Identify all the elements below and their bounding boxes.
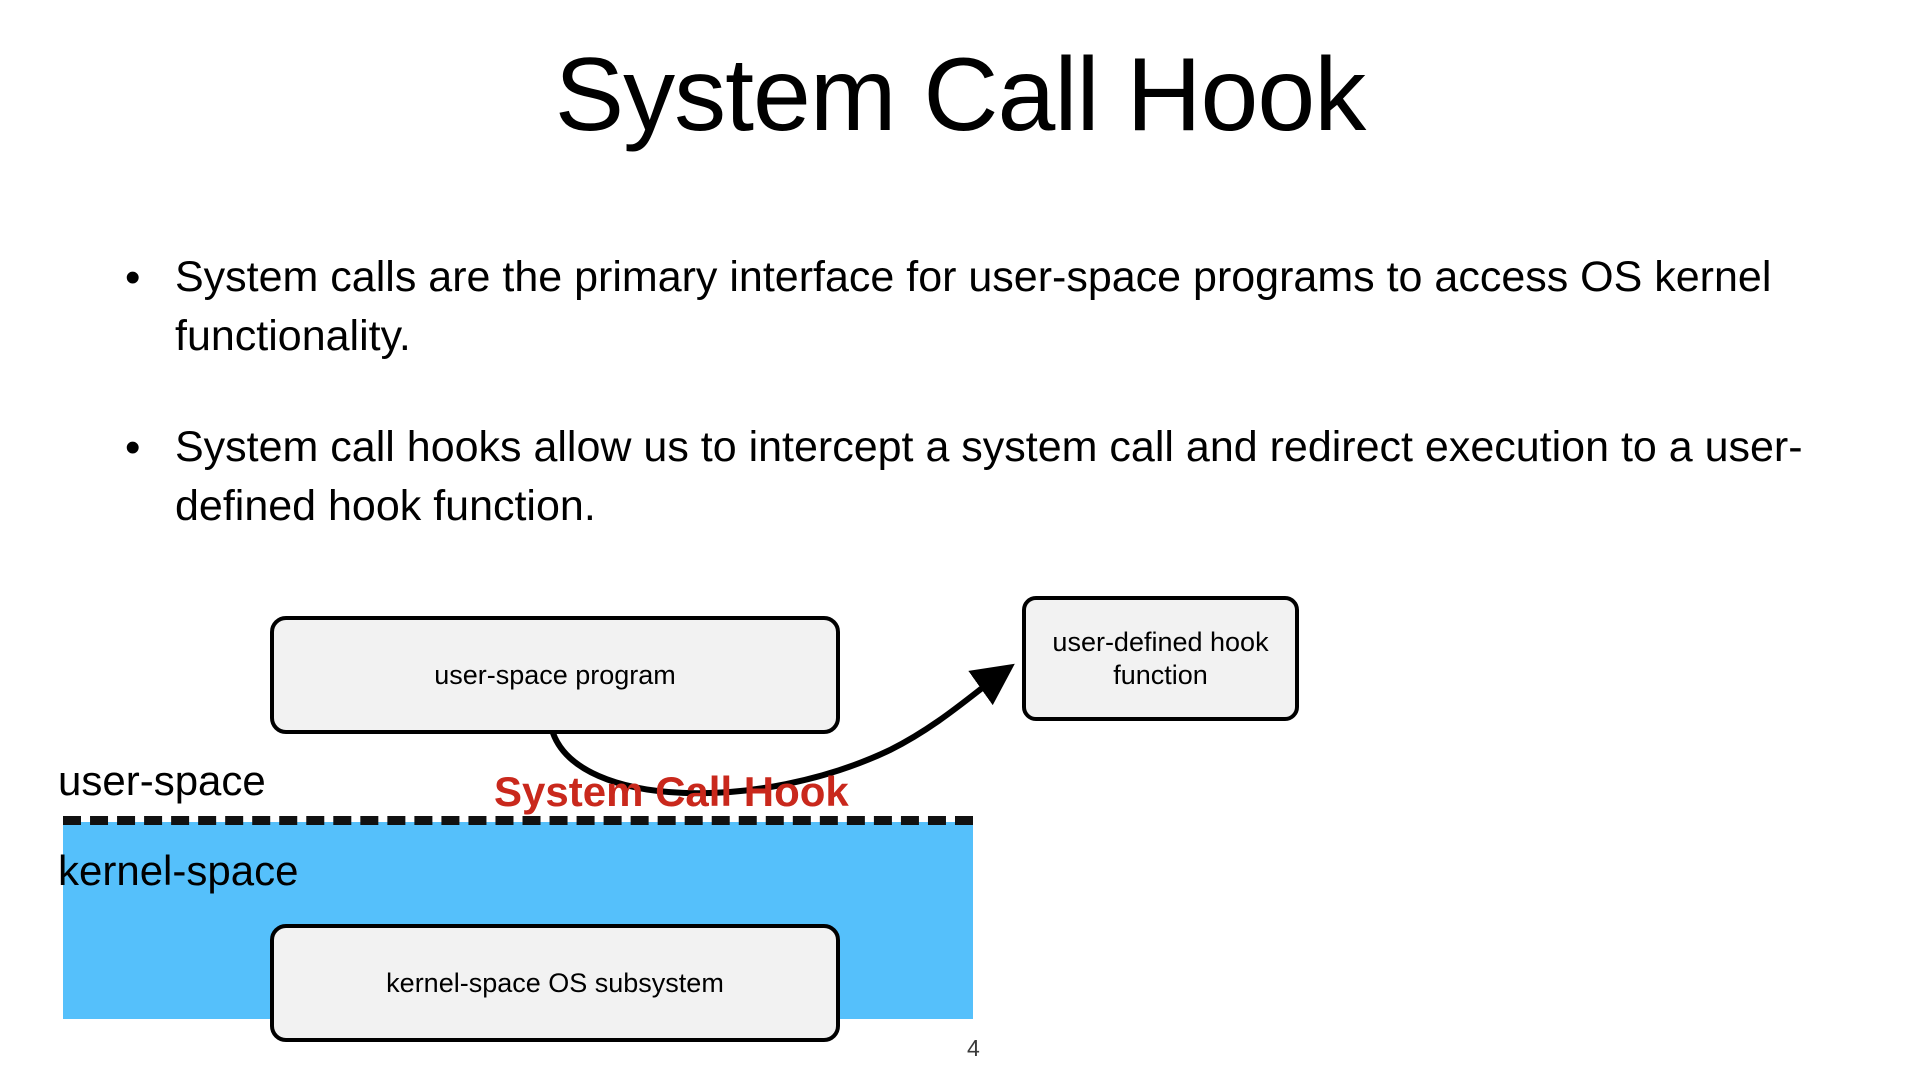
box-user-space-program[interactable]: user-space program xyxy=(270,616,840,734)
box-user-defined-hook-function[interactable]: user-defined hook function xyxy=(1022,596,1299,721)
bullet-text: System calls are the primary interface f… xyxy=(175,253,1772,360)
box-hook-function-label-line1: user-defined hook xyxy=(1052,626,1269,657)
user-kernel-boundary-divider xyxy=(63,816,973,825)
box-kernel-space-os-subsystem[interactable]: kernel-space OS subsystem xyxy=(270,924,840,1042)
system-call-hook-diagram: user-space program user-defined hook fun… xyxy=(0,560,1920,1080)
label-kernel-space: kernel-space xyxy=(58,847,299,894)
page-number: 4 xyxy=(967,1035,980,1061)
page-title: System Call Hook xyxy=(554,37,1366,153)
bullet-marker-icon: • xyxy=(125,253,141,302)
bullet-text: System call hooks allow us to intercept … xyxy=(175,423,1803,530)
list-item: • System calls are the primary interface… xyxy=(125,248,1825,366)
label-system-call-hook: System Call Hook xyxy=(494,768,849,815)
bullet-list: • System calls are the primary interface… xyxy=(125,248,1825,588)
list-item: • System call hooks allow us to intercep… xyxy=(125,418,1825,536)
box-user-space-program-label: user-space program xyxy=(434,659,676,690)
box-hook-function-label-line2: function xyxy=(1113,659,1208,690)
box-kernel-subsystem-label: kernel-space OS subsystem xyxy=(386,967,724,998)
bullet-marker-icon: • xyxy=(125,423,141,472)
label-user-space: user-space xyxy=(58,757,266,804)
